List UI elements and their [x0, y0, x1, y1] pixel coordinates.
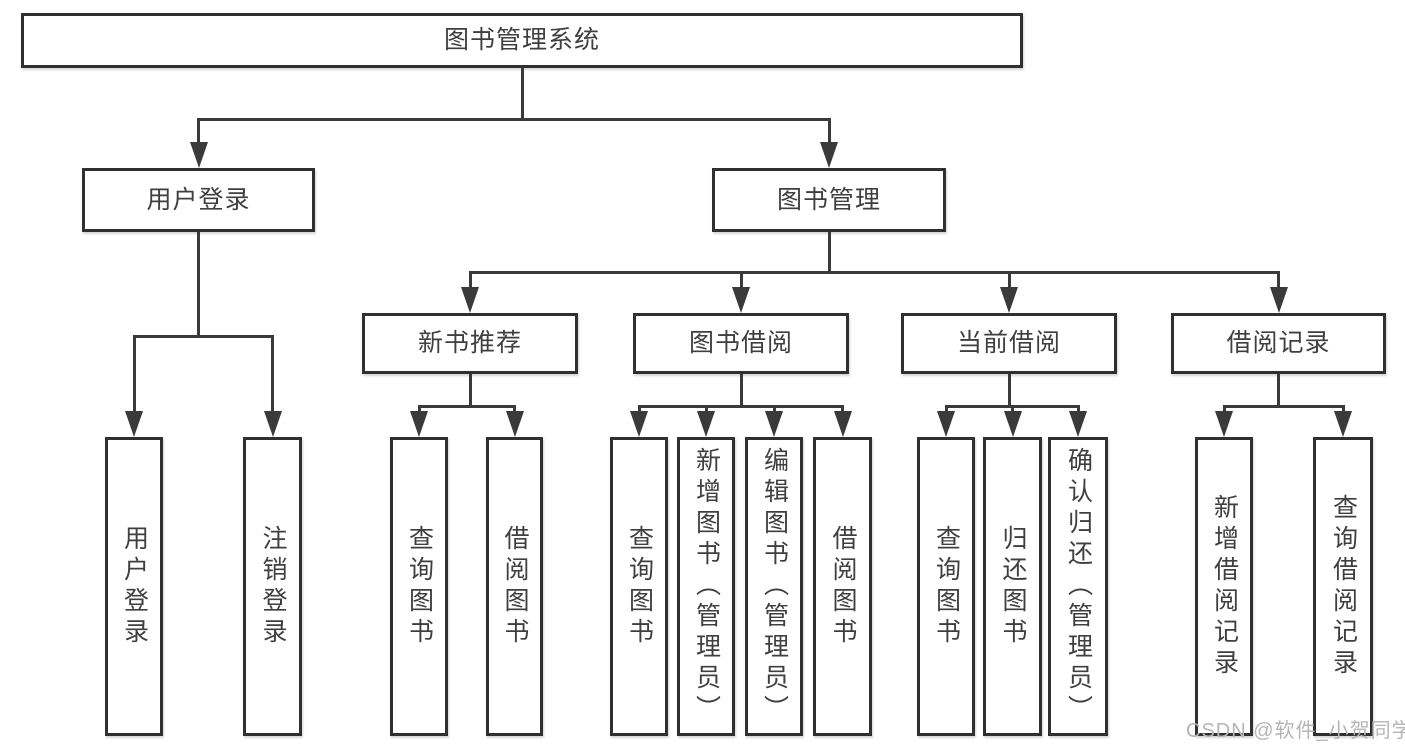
connector-drop-cb-confirm-return [1076, 405, 1080, 413]
arrowhead-rec-query-book [410, 411, 428, 437]
connector-stub-book-borrow [739, 374, 743, 408]
connector-branch-book-mgmt [468, 271, 1280, 274]
node-logout: 注销登录 [243, 437, 302, 736]
connector-drop-new-book-rec [468, 271, 472, 289]
node-label-bb-add-book: 新增图书（管理员） [692, 447, 721, 726]
arrowhead-user-login [125, 411, 143, 437]
connector-drop-borrow-records [1277, 271, 1280, 289]
node-label-user-login-group: 用户登录 [146, 185, 251, 214]
connector-branch-root [197, 118, 831, 121]
node-label-cb-return-book: 归还图书 [999, 524, 1027, 649]
node-root: 图书管理系统 [21, 13, 1023, 68]
arrowhead-logout [263, 411, 282, 437]
connector-branch-user-login-group [132, 335, 274, 338]
arrowhead-bb-edit-book [765, 411, 783, 437]
node-br-add-record: 新增借阅记录 [1195, 437, 1253, 736]
connector-drop-bb-query-book [637, 405, 641, 413]
connector-branch-borrow-records [1222, 405, 1345, 408]
node-label-borrow-records: 借阅记录 [1226, 329, 1331, 357]
node-bb-borrow-book: 借阅图书 [813, 437, 872, 736]
arrowhead-bb-add-book [697, 411, 715, 437]
connector-drop-cb-query-book [944, 405, 948, 413]
arrowhead-cb-return-book [1003, 411, 1022, 437]
connector-branch-book-borrow [637, 405, 844, 408]
connector-drop-br-query-record [1341, 405, 1345, 413]
node-label-current-borrow: 当前借阅 [956, 329, 1061, 357]
connector-drop-bb-edit-book [772, 405, 776, 413]
connector-drop-rec-query-book [417, 405, 421, 413]
connector-drop-book-mgmt [827, 118, 831, 144]
node-label-bb-query-book: 查询图书 [625, 524, 654, 649]
connector-drop-rec-borrow-book [513, 405, 516, 413]
node-br-query-record: 查询借阅记录 [1313, 437, 1373, 736]
node-rec-borrow-book: 借阅图书 [486, 437, 543, 736]
node-label-bb-edit-book: 编辑图书（管理员） [760, 447, 789, 726]
arrowhead-user-login-group [189, 142, 208, 168]
node-label-cb-confirm-return: 确认归还（管理员） [1064, 447, 1093, 726]
arrowhead-borrow-records [1269, 287, 1288, 313]
node-bb-add-book: 新增图书（管理员） [677, 437, 735, 736]
arrowhead-br-query-record [1334, 411, 1352, 437]
arrowhead-book-borrow [732, 287, 750, 313]
connector-stub-borrow-records [1277, 374, 1280, 408]
connector-drop-logout [271, 335, 274, 413]
node-label-cb-query-book: 查询图书 [932, 524, 961, 649]
connector-branch-new-book-rec [417, 405, 516, 408]
node-cb-query-book: 查询图书 [917, 437, 975, 736]
connector-drop-bb-borrow-book [841, 405, 844, 413]
connector-drop-user-login-group [197, 118, 200, 144]
node-book-mgmt: 图书管理 [712, 168, 946, 232]
arrowhead-br-add-record [1215, 411, 1233, 437]
node-borrow-records: 借阅记录 [1171, 313, 1386, 374]
node-label-new-book-rec: 新书推荐 [417, 329, 522, 357]
node-user-login-group: 用户登录 [82, 168, 315, 232]
connector-stub-user-login-group [197, 232, 200, 338]
arrowhead-bb-borrow-book [833, 411, 852, 437]
connector-drop-br-add-record [1222, 405, 1226, 413]
connector-drop-bb-add-book [704, 405, 708, 413]
arrowhead-cb-confirm-return [1069, 411, 1087, 437]
node-cb-return-book: 归还图书 [983, 437, 1042, 736]
arrowhead-rec-borrow-book [505, 411, 524, 437]
connector-stub-current-borrow [1007, 374, 1011, 408]
csdn-watermark: CSDN @软件_小贺同学 [1186, 720, 1405, 742]
node-label-logout: 注销登录 [259, 524, 287, 649]
connector-stub-new-book-rec [468, 374, 472, 408]
node-label-rec-borrow-book: 借阅图书 [501, 524, 529, 649]
node-new-book-rec: 新书推荐 [362, 313, 578, 374]
connector-drop-user-login [132, 335, 136, 413]
node-label-book-mgmt: 图书管理 [776, 185, 881, 214]
node-user-login: 用户登录 [105, 437, 163, 736]
node-label-root: 图书管理系统 [443, 26, 600, 54]
node-rec-query-book: 查询图书 [390, 437, 448, 736]
connector-drop-book-borrow [739, 271, 743, 289]
arrowhead-cb-query-book [937, 411, 955, 437]
node-bb-edit-book: 编辑图书（管理员） [745, 437, 803, 736]
connector-drop-cb-return-book [1011, 405, 1014, 413]
arrowhead-current-borrow [1000, 287, 1018, 313]
node-label-book-borrow: 图书借阅 [688, 329, 793, 357]
connector-drop-current-borrow [1007, 271, 1011, 289]
arrowhead-new-book-rec [461, 287, 479, 313]
node-label-bb-borrow-book: 借阅图书 [829, 524, 857, 649]
connector-stub-book-mgmt [827, 232, 831, 274]
node-book-borrow: 图书借阅 [633, 313, 849, 374]
node-label-rec-query-book: 查询图书 [405, 524, 434, 649]
node-bb-query-book: 查询图书 [610, 437, 668, 736]
node-label-br-query-record: 查询借阅记录 [1329, 493, 1358, 680]
node-label-br-add-record: 新增借阅记录 [1210, 493, 1239, 680]
node-current-borrow: 当前借阅 [901, 313, 1117, 374]
node-cb-confirm-return: 确认归还（管理员） [1048, 437, 1108, 736]
node-label-user-login: 用户登录 [120, 524, 149, 649]
arrowhead-book-mgmt [820, 142, 838, 168]
arrowhead-bb-query-book [630, 411, 648, 437]
connector-stub-root [520, 68, 524, 121]
